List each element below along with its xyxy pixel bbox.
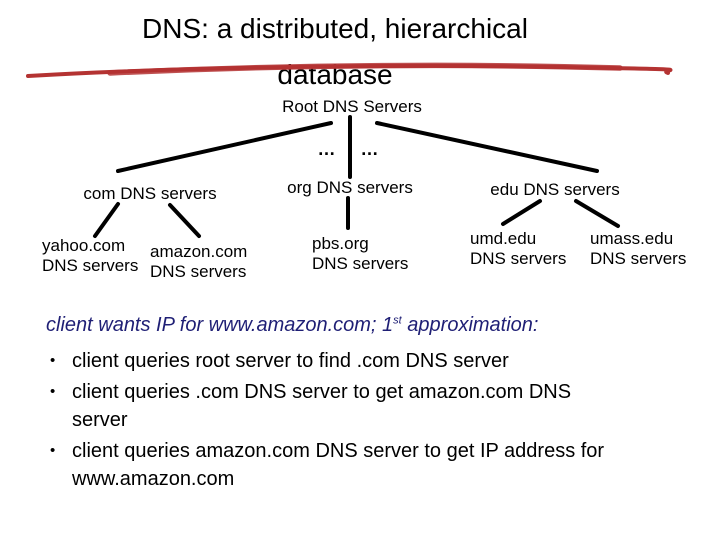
slide-title-line2: database	[277, 59, 393, 90]
leaf-sub: DNS servers	[470, 249, 567, 268]
leaf-sub: DNS servers	[590, 249, 687, 268]
slide-title-line1: DNS: a distributed, hierarchical	[142, 13, 528, 44]
bullet-text: client queries root server to find .com …	[72, 347, 509, 375]
leaf-sub: DNS servers	[312, 254, 409, 273]
bullet-text: client queries amazon.com DNS server to …	[72, 437, 604, 493]
bullet-text: client queries .com DNS server to get am…	[72, 378, 571, 434]
tree-leaf-pbs: pbs.org DNS servers	[312, 234, 408, 274]
tree-node-org: org DNS servers	[287, 178, 413, 197]
tree-lines-graphic	[93, 115, 620, 238]
bullet-icon: •	[50, 442, 56, 459]
leaf-sub: DNS servers	[42, 256, 139, 275]
bullet-line: client queries amazon.com DNS server to …	[72, 440, 605, 462]
leaf-name: amazon.com	[150, 242, 248, 261]
tree-leaf-yahoo: yahoo.com DNS servers	[42, 236, 138, 276]
bullet-list: • client queries root server to find .co…	[50, 347, 690, 496]
tree-node-com: com DNS servers	[83, 184, 217, 203]
bullet-line: www.amazon.com	[72, 468, 235, 490]
heading-text-suffix: approximation:	[401, 314, 539, 336]
bullet-line: server	[72, 409, 128, 431]
bullet-item: • client queries amazon.com DNS server t…	[50, 437, 690, 493]
bullet-icon: •	[50, 352, 56, 369]
leaf-name: pbs.org	[312, 234, 369, 253]
leaf-name: umd.edu	[470, 229, 537, 248]
heading-superscript: st	[393, 314, 402, 327]
tree-leaf-amazon: amazon.com DNS servers	[150, 242, 247, 282]
ellipsis-right: …	[360, 139, 380, 159]
heading-text: client wants IP for www.amazon.com; 1	[46, 314, 394, 336]
tree-node-edu: edu DNS servers	[490, 180, 620, 199]
leaf-sub: DNS servers	[150, 262, 247, 281]
bullet-line: client queries .com DNS server to get am…	[72, 381, 572, 403]
slide-title: DNS: a distributed, hierarchical databas…	[10, 6, 660, 98]
leaf-name: yahoo.com	[42, 236, 126, 255]
approximation-heading: client wants IP for www.amazon.com; 1st …	[46, 314, 706, 337]
bullet-icon: •	[50, 383, 56, 400]
bullet-item: • client queries .com DNS server to get …	[50, 378, 690, 434]
tree-leaf-umass: umass.edu DNS servers	[590, 229, 686, 269]
tree-leaf-umd: umd.edu DNS servers	[470, 229, 566, 269]
bullet-line: client queries root server to find .com …	[72, 350, 509, 372]
ellipsis-left: …	[317, 139, 337, 159]
bullet-item: • client queries root server to find .co…	[50, 347, 690, 375]
tree-root-label: Root DNS Servers	[282, 97, 422, 116]
leaf-name: umass.edu	[590, 229, 674, 248]
